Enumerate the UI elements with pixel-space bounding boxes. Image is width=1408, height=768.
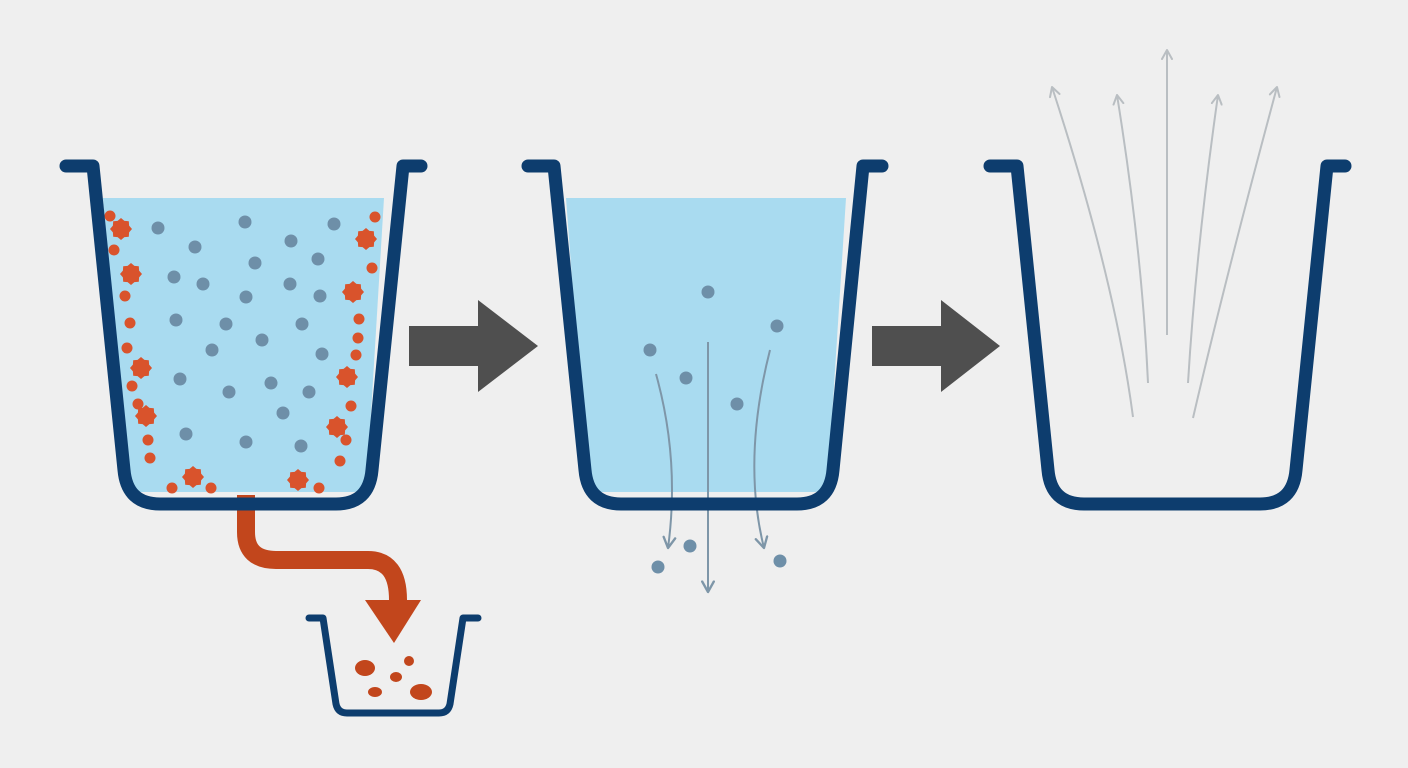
vapor-arrows	[1049, 49, 1281, 419]
drain-flow-arrows	[655, 342, 771, 594]
sediment-dot	[340, 434, 352, 446]
sediment-dot	[350, 349, 362, 361]
particle-dot	[173, 372, 187, 386]
particle-dot	[284, 234, 298, 248]
particle-dot	[302, 385, 316, 399]
flow-arrow	[655, 373, 677, 550]
sediment-clump	[287, 469, 309, 491]
sediment-clump	[135, 405, 157, 427]
particle-dot	[294, 439, 308, 453]
container-icon	[521, 159, 889, 511]
flow-arrow	[753, 349, 771, 550]
particle-dot	[311, 252, 325, 266]
particle-dot	[295, 317, 309, 331]
step-arrow-icon	[409, 300, 538, 392]
sediment-pebble	[368, 687, 382, 697]
particle-dot	[167, 270, 181, 284]
particle-dot	[683, 539, 697, 553]
water-fill	[566, 198, 846, 492]
sediment-dot	[353, 313, 365, 325]
sediment-dot	[142, 434, 154, 446]
particle-dot	[248, 256, 262, 270]
vapor-arrow-icon	[1112, 94, 1149, 384]
sediment-dot	[104, 210, 116, 222]
draining-stage	[521, 159, 889, 594]
sediment-dot	[352, 332, 364, 344]
sediment-dot	[119, 290, 131, 302]
particle-dot	[679, 371, 693, 385]
sediment-dot	[313, 482, 325, 494]
sediment-clump	[342, 281, 364, 303]
particle-dot	[219, 317, 233, 331]
sediment-pebble	[355, 660, 375, 676]
sediment-dot	[334, 455, 346, 467]
dissolved-particles	[151, 215, 341, 453]
sediment-clump	[120, 263, 142, 285]
sediment-dot	[124, 317, 136, 329]
particle-dot	[238, 215, 252, 229]
drain-pipe-icon	[237, 495, 407, 601]
sediment-clump	[130, 357, 152, 379]
particle-dot	[264, 376, 278, 390]
sediment-dot	[366, 262, 378, 274]
sediment-dot	[132, 398, 144, 410]
particle-dot	[151, 221, 165, 235]
particle-dot	[770, 319, 784, 333]
particle-dot	[651, 560, 665, 574]
particle-dot	[643, 343, 657, 357]
container-icon	[59, 159, 428, 511]
collected-sediment	[355, 656, 432, 700]
particle-dot	[327, 217, 341, 231]
sediment-clump	[326, 416, 348, 438]
outflow-particles	[651, 539, 787, 574]
particle-dot	[239, 435, 253, 449]
sediment-clump	[110, 218, 132, 240]
particle-dot	[773, 554, 787, 568]
sediment-dot	[108, 244, 120, 256]
sediment-collector	[305, 614, 482, 717]
sediment-dot	[345, 400, 357, 412]
particle-dot	[701, 285, 715, 299]
particle-dot	[239, 290, 253, 304]
sediment-dot	[144, 452, 156, 464]
vapor-arrow-icon	[1187, 94, 1223, 384]
particle-dot	[283, 277, 297, 291]
vapor-arrow-icon	[1192, 86, 1281, 419]
particle-dot	[169, 313, 183, 327]
evaporation-stage	[983, 49, 1352, 511]
drain-arrowhead	[365, 600, 421, 643]
particle-dot	[222, 385, 236, 399]
sediment-dot	[166, 482, 178, 494]
sediment-clump	[182, 466, 204, 488]
sediment-pebble	[404, 656, 414, 666]
particle-dot	[179, 427, 193, 441]
sediment-dot	[369, 211, 381, 223]
particle-dot	[255, 333, 269, 347]
particle-dot	[205, 343, 219, 357]
step-arrow-icon	[872, 300, 1000, 392]
sediment-dot	[121, 342, 133, 354]
sediment-dot	[205, 482, 217, 494]
sediment-settling-stage	[59, 159, 428, 643]
sediment-particles	[104, 210, 381, 494]
particle-dot	[315, 293, 321, 299]
particle-dot	[315, 347, 329, 361]
sediment-clump	[355, 228, 377, 250]
particle-dot	[196, 277, 210, 291]
particle-dot	[276, 406, 290, 420]
sediment-clump	[336, 366, 358, 388]
particle-dot	[188, 240, 202, 254]
dissolved-particles	[643, 285, 784, 411]
container-icon	[983, 159, 1352, 511]
sediment-pebble	[410, 684, 432, 700]
particle-dot	[730, 397, 744, 411]
vapor-arrow-icon	[1049, 86, 1134, 418]
sediment-pebble	[390, 672, 402, 682]
sediment-dot	[126, 380, 138, 392]
sediment-collector-icon	[305, 614, 482, 717]
